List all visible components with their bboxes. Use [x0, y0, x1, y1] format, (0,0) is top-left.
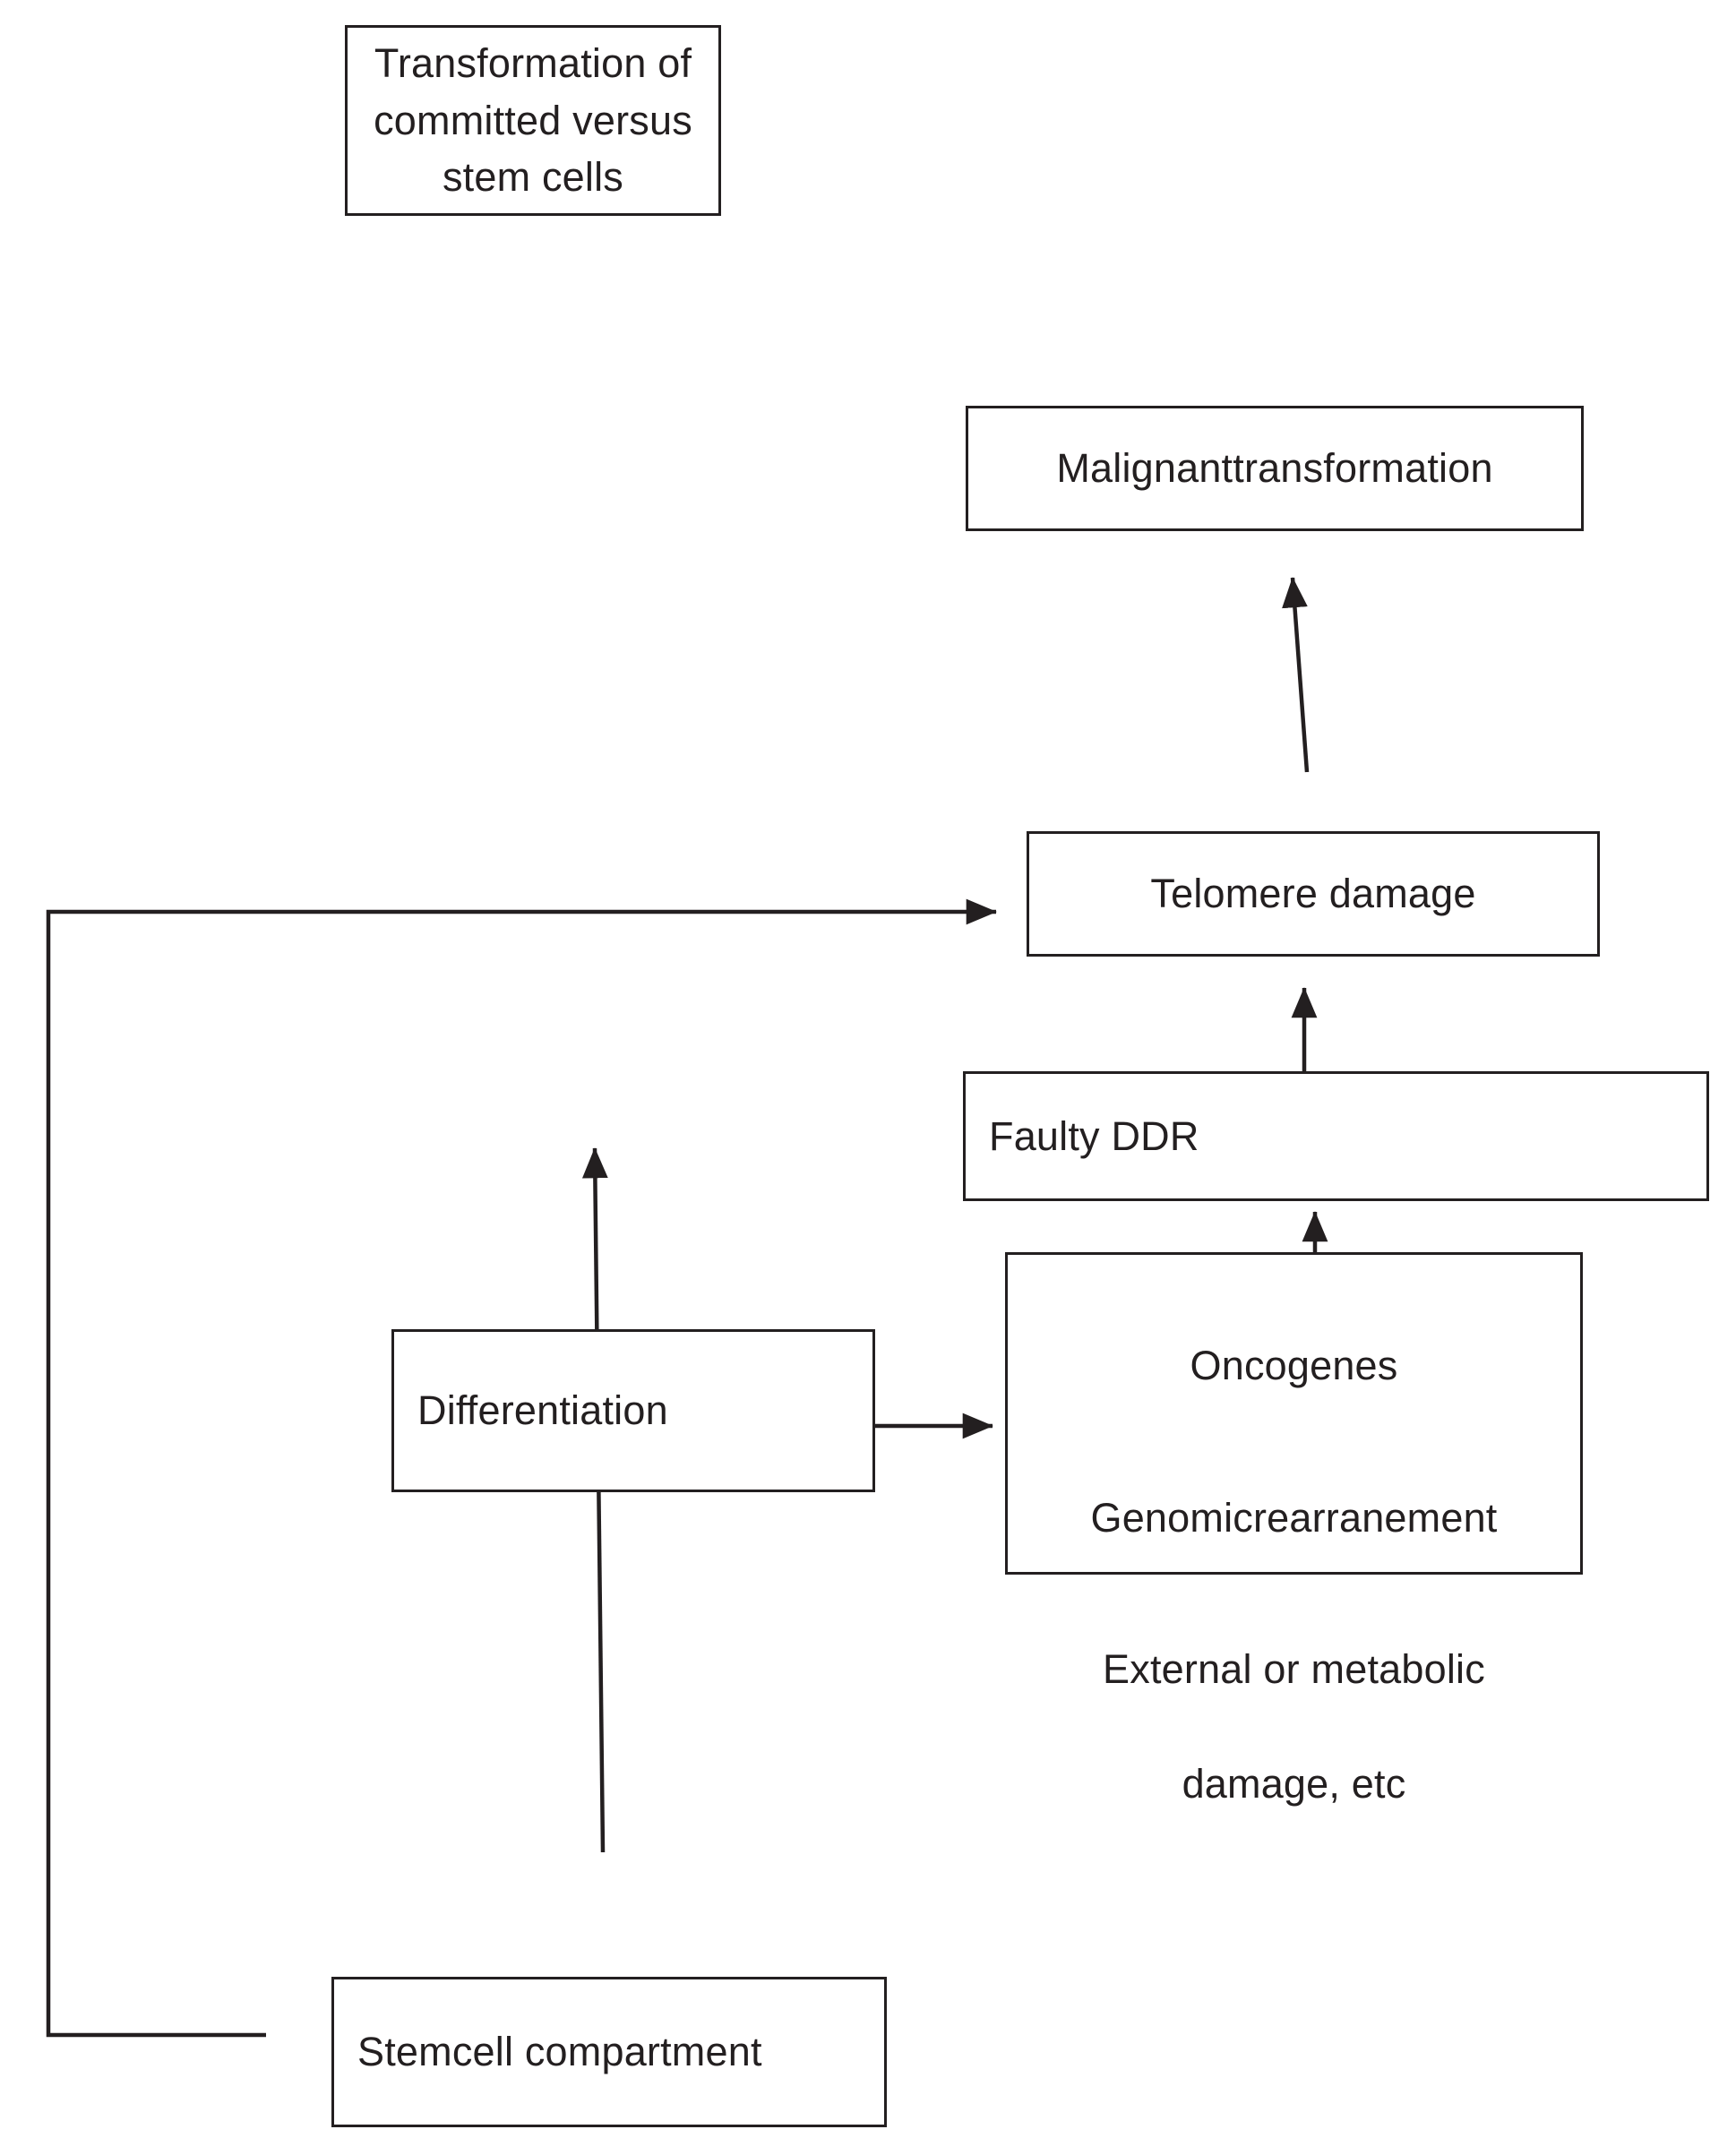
- node-malignant-transformation-label: Malignanttransformation: [1056, 445, 1493, 492]
- node-faulty-ddr[interactable]: Faulty DDR: [963, 1071, 1709, 1201]
- edge-telomere-to-malignant: [1282, 577, 1310, 773]
- node-differentiation-label: Differentiation: [417, 1387, 668, 1434]
- node-causes-label: Oncogenes Genomicrearranement External o…: [1008, 1255, 1580, 1870]
- node-telomere-damage[interactable]: Telomere damage: [1027, 831, 1600, 957]
- node-causes-line-4: damage, etc: [1182, 1761, 1406, 1807]
- node-telomere-damage-label: Telomere damage: [1150, 871, 1476, 917]
- edge-stemcell-to-telomere: [46, 898, 997, 2038]
- node-causes[interactable]: Oncogenes Genomicrearranement External o…: [1005, 1252, 1583, 1807]
- node-causes-line-2: Genomicrearranement: [1090, 1494, 1498, 1541]
- edge-stemcell-to-differentiation: [581, 1147, 608, 1853]
- node-malignant-transformation[interactable]: Malignanttransformation: [966, 406, 1584, 531]
- node-differentiation[interactable]: Differentiation: [391, 1329, 875, 1492]
- node-causes-line-3: External or metabolic: [1103, 1646, 1485, 1693]
- node-faulty-ddr-label: Faulty DDR: [989, 1112, 1199, 1159]
- node-causes-line-1: Oncogenes: [1190, 1342, 1398, 1388]
- node-title-box[interactable]: Transformation of committed versus stem …: [345, 25, 721, 216]
- node-stemcell-compartment[interactable]: Stemcell compartment: [331, 1977, 887, 2127]
- node-title-label: Transformation of committed versus stem …: [374, 39, 692, 201]
- node-stemcell-compartment-label: Stemcell compartment: [357, 2029, 762, 2075]
